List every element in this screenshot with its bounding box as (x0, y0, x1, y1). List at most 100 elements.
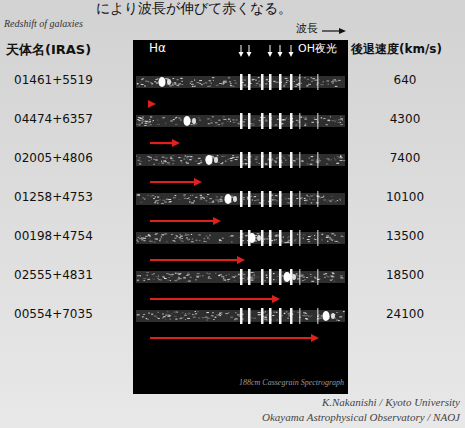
noise-speck (305, 316, 308, 317)
noise-speck (195, 197, 197, 198)
sky-line (317, 308, 319, 324)
noise-speck (227, 121, 229, 122)
noise-speck (236, 275, 239, 276)
noise-speck (255, 121, 256, 122)
noise-speck (191, 124, 193, 125)
noise-speck (147, 275, 148, 276)
noise-speck (180, 318, 182, 319)
noise-speck (172, 155, 174, 156)
noise-speck (152, 121, 153, 122)
noise-speck (185, 313, 186, 314)
noise-speck (216, 315, 218, 316)
noise-speck (224, 82, 226, 83)
noise-speck (148, 234, 150, 235)
noise-speck (220, 196, 222, 197)
noise-speck (176, 312, 178, 313)
noise-speck (223, 119, 226, 120)
noise-speck (274, 199, 276, 200)
object-name: 00554+7035 (14, 308, 93, 322)
noise-speck (340, 122, 341, 123)
sky-line (299, 269, 301, 285)
noise-speck (300, 276, 302, 277)
noise-speck (181, 238, 183, 239)
noise-speck (194, 80, 195, 81)
noise-speck (149, 124, 152, 125)
noise-speck (191, 84, 194, 85)
noise-speck (162, 117, 165, 118)
noise-speck (168, 316, 170, 317)
noise-speck (198, 158, 201, 159)
noise-speck (246, 159, 247, 160)
noise-speck (178, 84, 181, 85)
noise-speck (137, 160, 139, 161)
noise-speck (224, 81, 227, 82)
noise-speck (189, 312, 190, 313)
noise-speck (234, 320, 236, 321)
noise-speck (321, 234, 323, 235)
noise-speck (147, 156, 150, 157)
spectrum-row (136, 152, 345, 186)
noise-speck (286, 311, 287, 312)
noise-speck (285, 160, 287, 161)
spectrum-row (136, 113, 345, 147)
noise-speck (340, 156, 341, 157)
spectrum-panel (133, 40, 348, 394)
noise-speck (169, 85, 171, 86)
noise-speck (184, 198, 187, 199)
noise-speck (159, 199, 161, 200)
noise-speck (186, 237, 188, 238)
noise-speck (341, 157, 343, 158)
noise-speck (175, 319, 177, 320)
noise-speck (175, 238, 177, 239)
noise-speck (319, 198, 322, 199)
noise-speck (178, 83, 181, 84)
noise-speck (147, 195, 149, 196)
sky-line (269, 74, 272, 90)
noise-speck (181, 312, 183, 313)
noise-speck (218, 120, 220, 121)
noise-speck (243, 235, 244, 236)
noise-speck (284, 198, 287, 199)
noise-speck (245, 159, 246, 160)
noise-speck (170, 158, 173, 159)
noise-speck (296, 277, 297, 278)
noise-speck (263, 239, 265, 240)
sky-line (290, 152, 293, 168)
noise-speck (185, 156, 186, 157)
noise-speck (228, 312, 229, 313)
noise-speck (222, 162, 223, 163)
noise-speck (264, 317, 267, 318)
noise-speck (332, 240, 333, 241)
noise-speck (330, 280, 331, 281)
noise-speck (253, 118, 255, 119)
noise-speck (321, 315, 323, 316)
velocity-value: 24100 (386, 308, 424, 322)
noise-speck (232, 276, 234, 277)
velocity-value: 640 (394, 74, 417, 88)
noise-speck (323, 81, 324, 82)
noise-speck (276, 200, 277, 201)
noise-speck (308, 241, 310, 242)
noise-speck (221, 276, 224, 277)
noise-speck (213, 200, 214, 201)
noise-speck (150, 116, 152, 117)
noise-speck (191, 81, 193, 82)
sky-line (240, 191, 243, 207)
noise-speck (142, 119, 144, 120)
noise-speck (232, 119, 234, 120)
noise-speck (327, 199, 329, 200)
noise-speck (147, 125, 150, 126)
noise-speck (231, 241, 232, 242)
noise-speck (245, 163, 247, 164)
noise-speck (255, 241, 257, 242)
noise-speck (161, 203, 164, 204)
noise-speck (162, 317, 164, 318)
noise-speck (194, 85, 196, 86)
noise-speck (186, 157, 188, 158)
noise-speck (258, 312, 261, 313)
noise-speck (181, 162, 182, 163)
noise-speck (155, 79, 157, 80)
noise-speck (183, 195, 185, 196)
noise-speck (152, 274, 154, 275)
noise-speck (301, 116, 302, 117)
